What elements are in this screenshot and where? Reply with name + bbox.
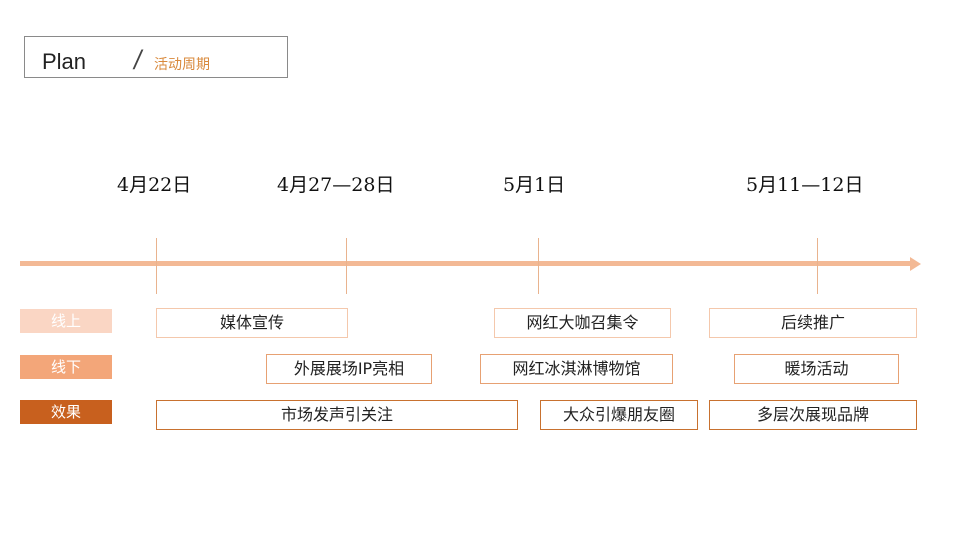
timeline-tick bbox=[346, 238, 347, 294]
title-divider: / bbox=[132, 45, 145, 73]
offline-item-ip: 外展展场IP亮相 bbox=[266, 354, 432, 384]
title-box: Plan / 活动周期 bbox=[24, 36, 288, 78]
timeline-tick bbox=[538, 238, 539, 294]
page-title: Plan bbox=[42, 49, 87, 74]
timeline-tick bbox=[156, 238, 157, 294]
timeline-axis bbox=[20, 261, 912, 266]
effect-item-viral: 大众引爆朋友圈 bbox=[540, 400, 698, 430]
offline-item-warmup: 暖场活动 bbox=[734, 354, 899, 384]
row-label-offline: 线下 bbox=[20, 355, 112, 379]
date-label-1: 4月22日 bbox=[117, 174, 192, 196]
online-item-followup: 后续推广 bbox=[709, 308, 917, 338]
date-label-2: 4月27—28日 bbox=[277, 174, 395, 196]
timeline-arrow-icon bbox=[910, 257, 921, 271]
effect-item-market: 市场发声引关注 bbox=[156, 400, 518, 430]
date-label-3: 5月1日 bbox=[503, 174, 566, 196]
timeline-tick bbox=[817, 238, 818, 294]
online-item-influencer: 网红大咖召集令 bbox=[494, 308, 671, 338]
offline-item-museum: 网红冰淇淋博物馆 bbox=[480, 354, 673, 384]
date-label-4: 5月11—12日 bbox=[746, 174, 864, 196]
row-label-effect: 效果 bbox=[20, 400, 112, 424]
page-subtitle: 活动周期 bbox=[154, 57, 210, 73]
effect-item-brand: 多层次展现品牌 bbox=[709, 400, 917, 430]
online-item-media: 媒体宣传 bbox=[156, 308, 348, 338]
row-label-online: 线上 bbox=[20, 309, 112, 333]
